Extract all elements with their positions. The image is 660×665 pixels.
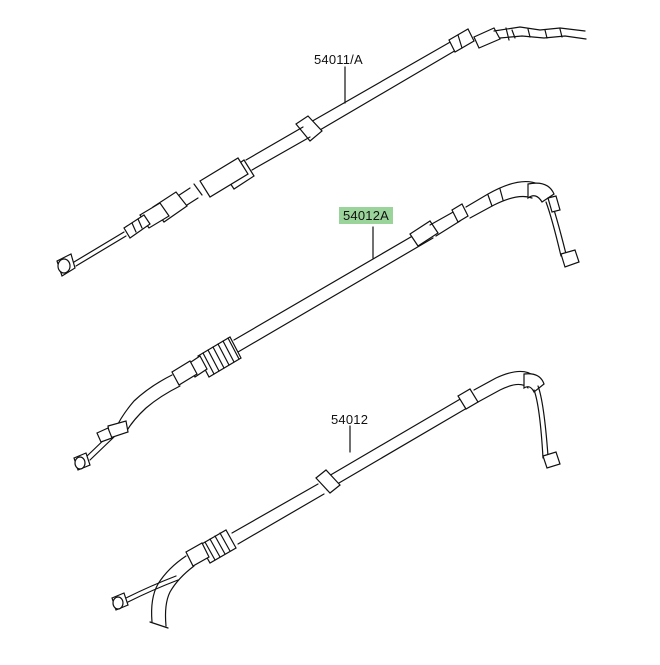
cable-54012	[111, 370, 561, 629]
cable-54012a	[73, 181, 580, 471]
part-label-54011-a[interactable]: 54011/A	[314, 52, 363, 67]
part-label-54012a[interactable]: 54012A	[339, 207, 394, 224]
cable-54011-a	[56, 26, 587, 277]
part-label-54012[interactable]: 54012	[331, 412, 369, 427]
